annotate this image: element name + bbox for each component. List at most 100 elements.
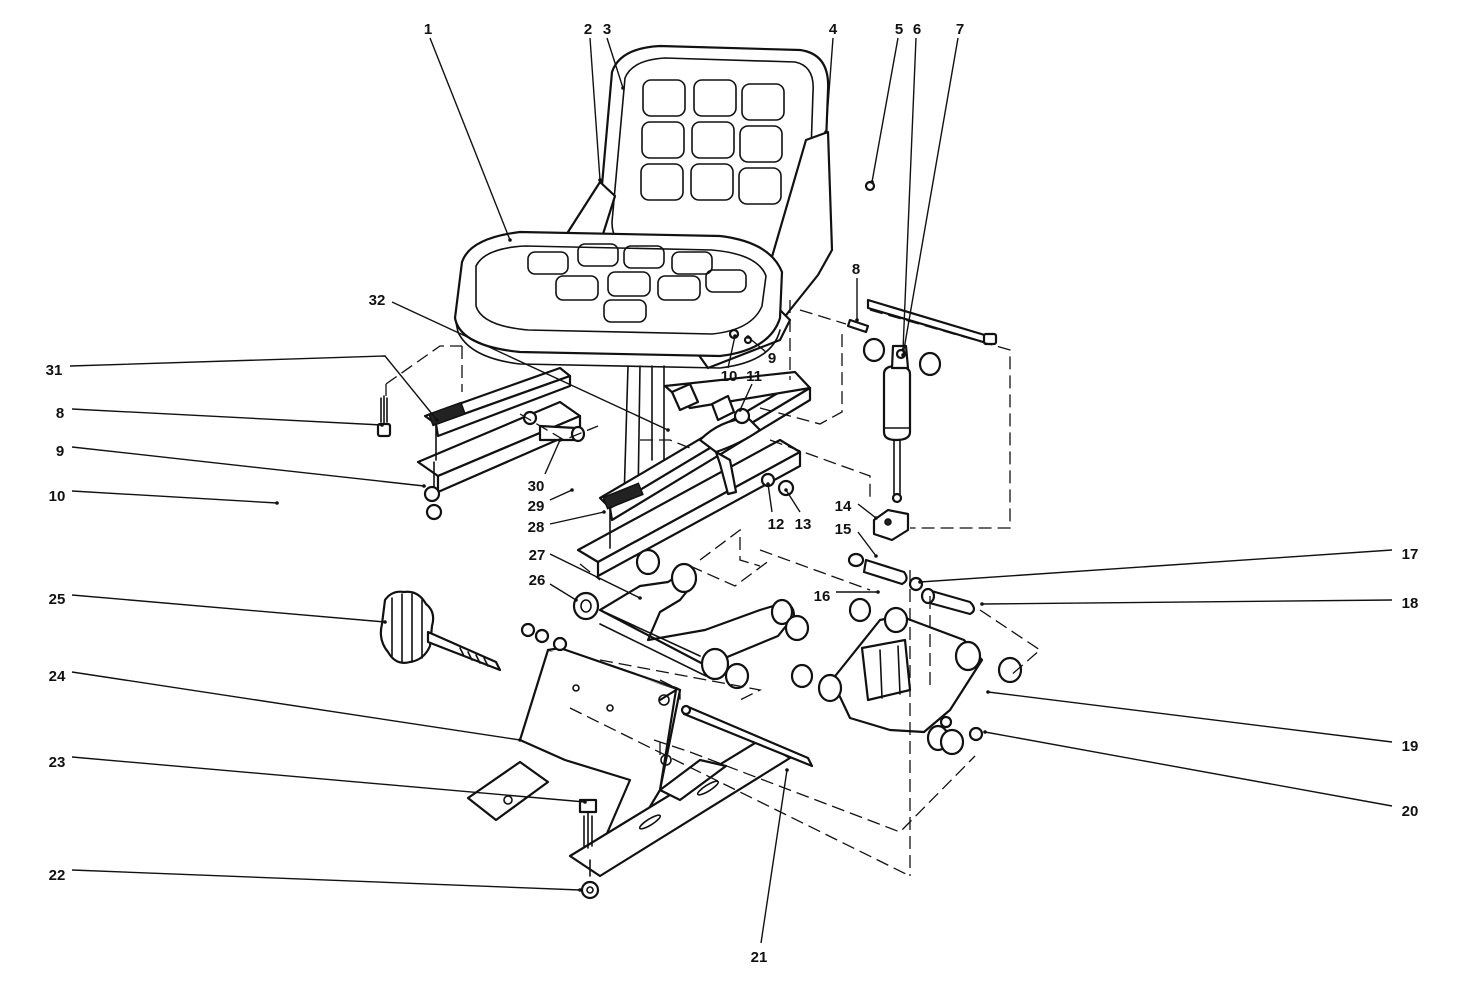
- callout-tip-27: [638, 596, 642, 600]
- callout-leader-9b: [71, 446, 425, 487]
- callout-number-16: 16: [814, 588, 831, 605]
- callout-tip-31: [435, 418, 439, 422]
- callout-number-24: 24: [49, 668, 66, 685]
- callout-leader-8b: [71, 408, 383, 426]
- callout-tip-23: [583, 800, 587, 804]
- callout-leader-2: [589, 37, 601, 181]
- adjustment-knob: [379, 590, 502, 672]
- callout-number-32: 32: [369, 292, 386, 309]
- callout-leader-27: [549, 553, 641, 599]
- callout-tip-30: [558, 438, 562, 442]
- callout-number-17: 17: [1402, 546, 1419, 563]
- callout-tip-3: [621, 86, 625, 90]
- callout-tip-24: [518, 738, 522, 742]
- callout-leader-24: [71, 671, 521, 741]
- callout-leader-7: [902, 37, 959, 356]
- callout-number-8b: 8: [56, 405, 64, 422]
- callout-number-20: 20: [1402, 803, 1419, 820]
- callout-tip-9a: [746, 335, 750, 339]
- callout-number-8a: 8: [852, 261, 860, 278]
- lower-swing-link: [817, 606, 984, 752]
- bushing-upper: [635, 548, 810, 690]
- shock-mount-block: [872, 508, 910, 542]
- callout-leader-10a: [727, 335, 736, 369]
- bolt-8-left: [376, 395, 392, 438]
- callout-tip-8b: [380, 423, 384, 427]
- callout-leader-15: [857, 531, 877, 557]
- callout-tip-19: [986, 690, 990, 694]
- lower-pivot-pin: [680, 704, 814, 768]
- callout-tip-14: [874, 516, 878, 520]
- callout-leader-4: [825, 37, 834, 133]
- callout-number-14: 14: [835, 498, 852, 515]
- callout-number-5: 5: [895, 21, 903, 38]
- callout-leader-31: [69, 355, 438, 421]
- callout-leader-17: [919, 549, 1393, 583]
- callout-tip-13: [784, 488, 788, 492]
- callout-leader-1: [429, 37, 511, 241]
- callout-number-25: 25: [49, 591, 66, 608]
- callout-tip-4: [824, 130, 828, 134]
- callout-tip-12: [766, 482, 770, 486]
- callout-tip-7: [901, 353, 905, 357]
- callout-number-12: 12: [768, 516, 785, 533]
- callout-tip-9b: [422, 484, 426, 488]
- base-foot-left: [466, 760, 550, 822]
- callout-leader-5: [871, 37, 899, 183]
- callout-tip-18: [980, 602, 984, 606]
- callout-number-27: 27: [529, 547, 546, 564]
- callout-tip-15: [874, 554, 878, 558]
- callout-leader-29: [549, 489, 573, 501]
- callout-number-9b: 9: [56, 443, 64, 460]
- seat-cross-bracket: [663, 370, 812, 422]
- bushing-26: [572, 591, 600, 621]
- callout-number-11: 11: [746, 368, 762, 385]
- callout-number-23: 23: [49, 754, 66, 771]
- callout-leader-9a: [747, 336, 767, 353]
- adjuster-lever: [698, 407, 762, 496]
- callout-leader-10b: [71, 490, 278, 504]
- callout-tip-10b: [275, 501, 279, 505]
- callout-leader-14: [857, 503, 877, 519]
- shock-bushings: [862, 337, 942, 377]
- callout-tip-22: [578, 888, 582, 892]
- callout-tip-8a: [855, 318, 859, 322]
- callout-tip-26: [574, 598, 578, 602]
- shock-absorber: [882, 344, 912, 504]
- callout-number-6: 6: [913, 21, 921, 38]
- callout-number-15: 15: [835, 521, 852, 538]
- callout-tip-16: [876, 590, 880, 594]
- callout-leader-26: [549, 583, 577, 601]
- callout-leader-3: [606, 37, 624, 89]
- upper-pivot-pin: [866, 298, 998, 346]
- pivot-pin-15: [847, 552, 924, 592]
- callout-number-18: 18: [1402, 595, 1419, 612]
- callout-tip-2: [598, 178, 602, 182]
- callout-leader-22: [71, 869, 581, 891]
- callout-tip-29: [570, 488, 574, 492]
- callout-tip-21: [785, 768, 789, 772]
- callout-number-7: 7: [956, 21, 964, 38]
- callout-tip-10a: [733, 334, 737, 338]
- right-slide-rail: [576, 378, 812, 578]
- callout-number-1: 1: [424, 21, 432, 38]
- callout-tip-11: [738, 408, 742, 412]
- callout-leader-23: [71, 756, 586, 803]
- callout-tip-17: [918, 580, 922, 584]
- callout-leader-6: [902, 37, 917, 351]
- callout-number-9a: 9: [768, 350, 776, 367]
- callout-tip-28: [602, 510, 606, 514]
- callout-number-4: 4: [829, 21, 838, 38]
- pivot-pin-18: [920, 587, 976, 616]
- callout-tip-32: [666, 428, 670, 432]
- callout-number-19: 19: [1402, 738, 1419, 755]
- washers-20: [520, 622, 984, 742]
- callout-leader-13: [785, 489, 801, 513]
- callout-tip-5: [870, 180, 874, 184]
- assembly-guide-lines: [385, 300, 1042, 877]
- callout-leader-28: [549, 511, 605, 525]
- callout-number-28: 28: [528, 519, 545, 536]
- callout-tip-25: [383, 620, 387, 624]
- callout-leader-12: [767, 483, 773, 513]
